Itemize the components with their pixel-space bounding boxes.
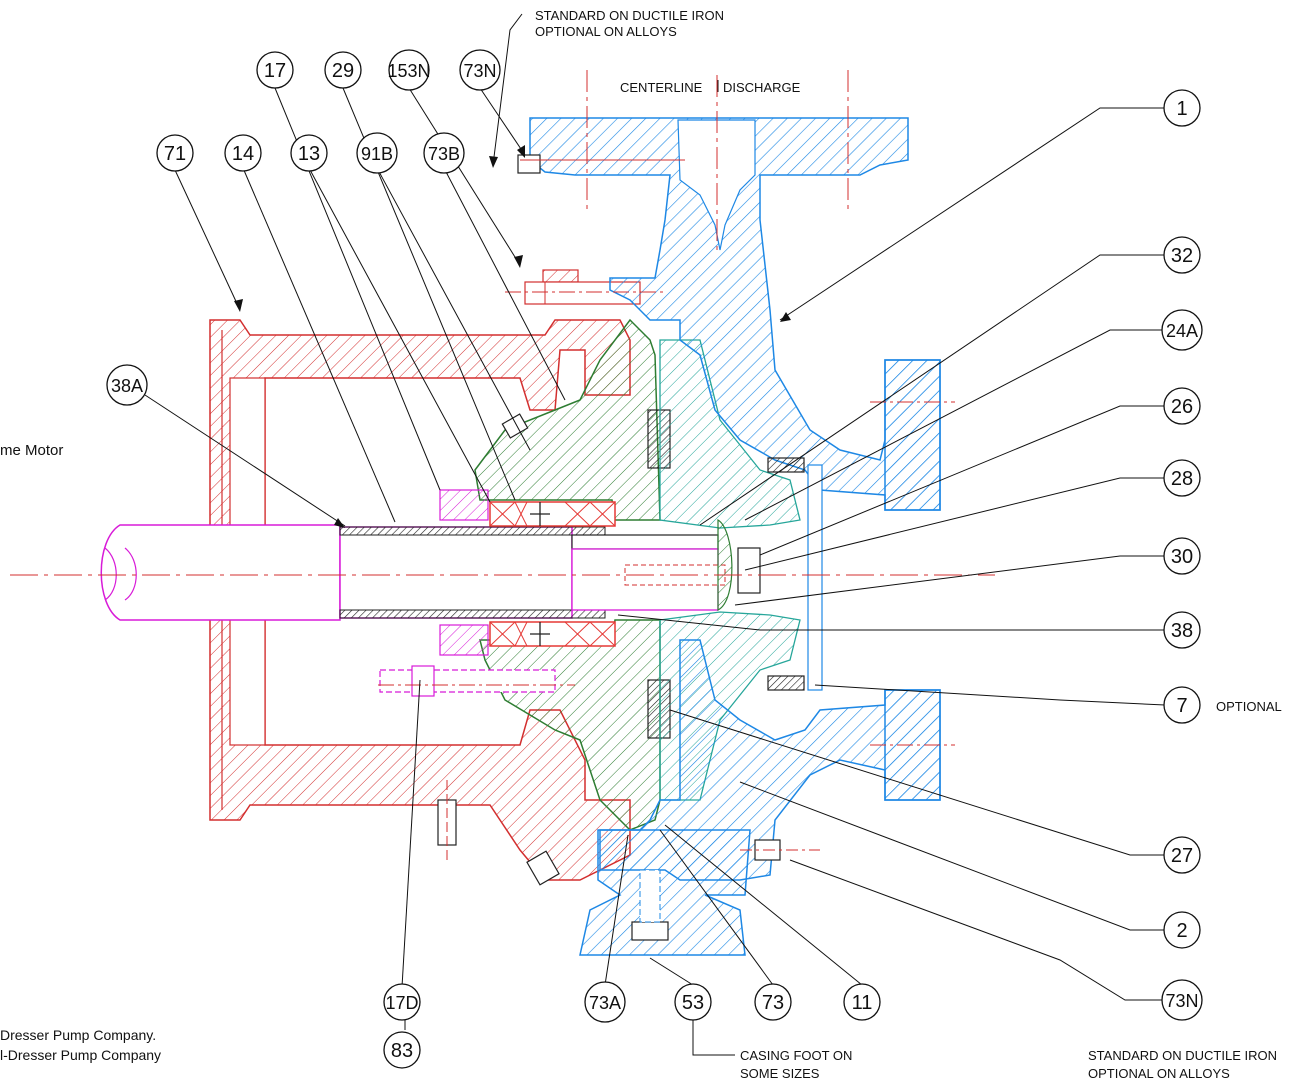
svg-text:38A: 38A — [111, 376, 143, 396]
svg-text:13: 13 — [298, 143, 320, 165]
svg-text:73N: 73N — [463, 61, 496, 81]
svg-text:7: 7 — [1176, 695, 1187, 717]
svg-text:38: 38 — [1171, 620, 1193, 642]
leader-arrowheads — [234, 145, 791, 528]
callout-13: 13 — [290, 134, 328, 172]
svg-text:26: 26 — [1171, 396, 1193, 418]
svg-text:71: 71 — [164, 143, 186, 165]
svg-text:73B: 73B — [428, 144, 460, 164]
svg-text:73A: 73A — [589, 993, 621, 1013]
casing-foot-note-line1: CASING FOOT ON — [740, 1048, 852, 1063]
shaft-assembly — [100, 489, 761, 697]
callout-29: 29 — [324, 51, 362, 89]
callout-17D: 17D — [383, 983, 421, 1021]
callout-153N: 153N — [387, 49, 431, 91]
callout-7: 7 — [1163, 686, 1201, 724]
callout-38: 38 — [1163, 611, 1201, 649]
svg-text:27: 27 — [1171, 845, 1193, 867]
callout-53: 53 — [674, 983, 712, 1021]
callout-38A: 38A — [106, 364, 148, 406]
callout-11: 11 — [843, 983, 881, 1021]
callout-73N-bottom: 73N — [1161, 979, 1203, 1021]
svg-text:28: 28 — [1171, 468, 1193, 490]
svg-text:29: 29 — [332, 60, 354, 82]
callout-73: 73 — [754, 983, 792, 1021]
callout-bubbles: 17 29 153N 73N 71 14 13 91B 73B 38A 1 32… — [106, 49, 1203, 1069]
svg-text:17: 17 — [264, 60, 286, 82]
centerline-label: CENTERLINE — [620, 80, 703, 95]
mechanical-seal — [489, 413, 616, 647]
svg-text:73N: 73N — [1165, 991, 1198, 1011]
callout-83: 83 — [383, 1031, 421, 1069]
copyright-line2: l-Dresser Pump Company — [0, 1047, 161, 1063]
motor-adapter-frame — [209, 269, 641, 886]
svg-text:30: 30 — [1171, 546, 1193, 568]
svg-text:32: 32 — [1171, 245, 1193, 267]
svg-text:91B: 91B — [361, 144, 393, 164]
callout-1: 1 — [1163, 89, 1201, 127]
casing-foot-note-line2: SOME SIZES — [740, 1066, 820, 1081]
svg-text:2: 2 — [1176, 920, 1187, 942]
top-standard-note-line1: STANDARD ON DUCTILE IRON — [535, 8, 724, 23]
svg-text:11: 11 — [852, 992, 873, 1014]
svg-text:1: 1 — [1176, 98, 1187, 120]
optional-label: OPTIONAL — [1216, 699, 1282, 714]
callout-30: 30 — [1163, 537, 1201, 575]
bottom-standard-note-line2: OPTIONAL ON ALLOYS — [1088, 1066, 1230, 1081]
callout-17: 17 — [256, 51, 294, 89]
callout-73A: 73A — [584, 981, 626, 1023]
copyright-line1: Dresser Pump Company. — [0, 1027, 156, 1043]
svg-text:153N: 153N — [387, 61, 430, 81]
drawing-notes: STANDARD ON DUCTILE IRON OPTIONAL ON ALL… — [0, 8, 1282, 1081]
callout-2: 2 — [1163, 911, 1201, 949]
svg-text:24A: 24A — [1166, 321, 1198, 341]
bottom-standard-note-line1: STANDARD ON DUCTILE IRON — [1088, 1048, 1277, 1063]
callout-73B: 73B — [423, 132, 465, 174]
callout-24A: 24A — [1161, 309, 1203, 351]
motor-label-fragment: me Motor — [0, 442, 63, 459]
svg-text:73: 73 — [762, 992, 784, 1014]
svg-text:17D: 17D — [385, 993, 418, 1013]
callout-14: 14 — [224, 134, 262, 172]
callout-28: 28 — [1163, 459, 1201, 497]
discharge-label: DISCHARGE — [723, 80, 801, 95]
callout-27: 27 — [1163, 836, 1201, 874]
callout-32: 32 — [1163, 236, 1201, 274]
callout-73N-top: 73N — [459, 49, 501, 91]
svg-text:14: 14 — [232, 143, 254, 165]
centerlines — [10, 70, 995, 851]
callout-91B: 91B — [356, 132, 398, 174]
svg-text:83: 83 — [391, 1040, 413, 1062]
svg-text:53: 53 — [682, 992, 704, 1014]
callout-26: 26 — [1163, 387, 1201, 425]
top-standard-note-line2: OPTIONAL ON ALLOYS — [535, 24, 677, 39]
pump-casing — [517, 117, 941, 956]
callout-71: 71 — [156, 134, 194, 172]
